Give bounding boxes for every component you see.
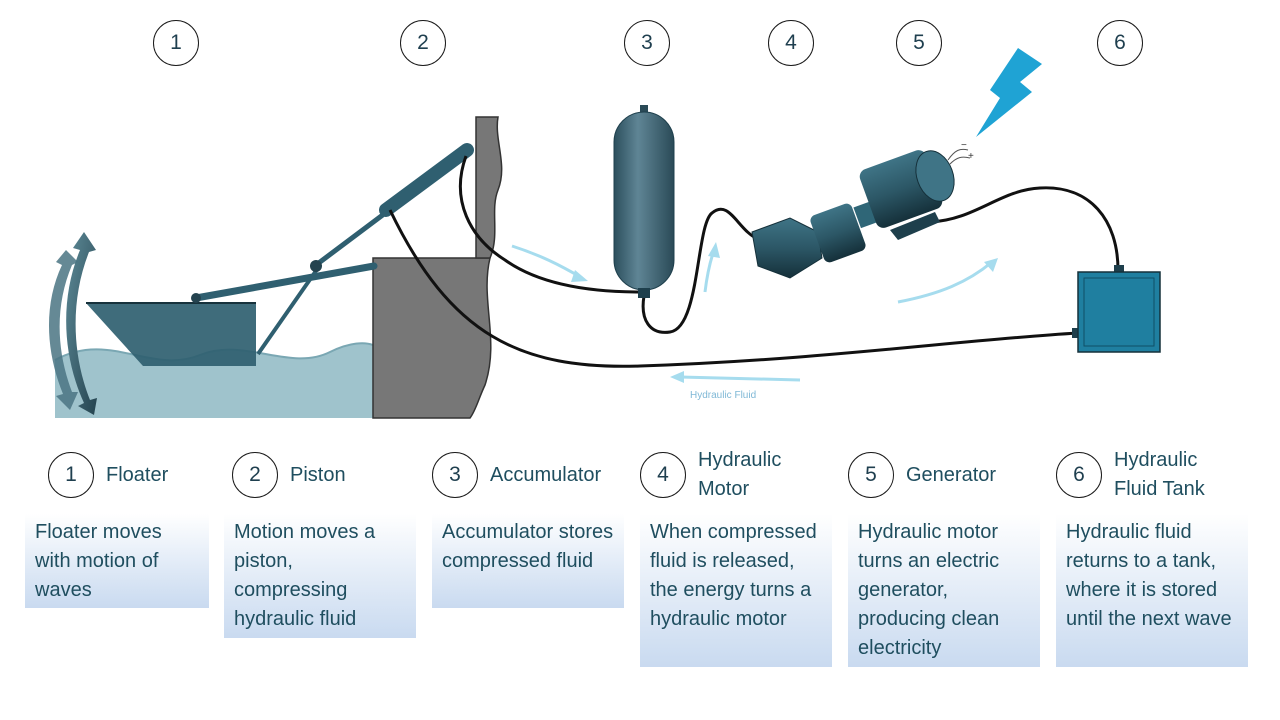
step-number-4: 4 bbox=[640, 452, 686, 498]
flow-arrow-icon bbox=[670, 371, 684, 383]
tank-lid bbox=[1083, 277, 1155, 347]
brace-arm bbox=[256, 266, 320, 356]
generator-end-cap bbox=[915, 150, 955, 202]
hose-tank-return bbox=[388, 209, 1079, 368]
step-title-3: Accumulator bbox=[490, 464, 602, 486]
step-title-1: Floater bbox=[106, 464, 169, 486]
piston-joint bbox=[310, 260, 322, 272]
step-desc-2: Motion moves a piston, compressing hydra… bbox=[224, 514, 416, 638]
step-title-4: Hydraulic Motor bbox=[698, 449, 782, 500]
water bbox=[55, 343, 373, 418]
piston-cylinder bbox=[379, 143, 474, 217]
motor-coupling bbox=[810, 203, 866, 263]
flow-arrow-icon bbox=[679, 375, 801, 382]
plus-sign: + bbox=[968, 151, 974, 162]
step-number-2: 2 bbox=[232, 452, 278, 498]
lightning-bolt-icon bbox=[976, 48, 1042, 137]
step-desc-4: When compressed fluid is released, the e… bbox=[640, 514, 832, 667]
top-number-5: 5 bbox=[896, 20, 942, 66]
accumulator-port bbox=[638, 288, 650, 298]
top-number-1: 1 bbox=[153, 20, 199, 66]
wave-motion-arrow-icon bbox=[66, 232, 97, 415]
step-number-6: 6 bbox=[1056, 452, 1102, 498]
hose-generator-to-tank bbox=[929, 186, 1120, 271]
floater-arm bbox=[192, 262, 378, 302]
step-number-3: 3 bbox=[432, 452, 478, 498]
upper-wall bbox=[475, 116, 503, 259]
generator-wire bbox=[949, 156, 971, 165]
hose-accumulator-to-motor bbox=[641, 207, 761, 334]
wave-motion-arrow-icon bbox=[48, 250, 78, 410]
hydraulic-fluid-tank bbox=[1077, 271, 1161, 353]
step-number-5: 5 bbox=[848, 452, 894, 498]
step-desc-6: Hydraulic fluid returns to a tank, where… bbox=[1056, 514, 1248, 667]
top-number-3: 3 bbox=[624, 20, 670, 66]
flow-arrow-icon bbox=[708, 242, 720, 258]
flow-label: Hydraulic Fluid bbox=[690, 390, 757, 401]
step-desc-5: Hydraulic motor turns an electric genera… bbox=[848, 514, 1040, 667]
tank-port-top bbox=[1114, 265, 1124, 273]
piston-rod bbox=[314, 206, 394, 267]
accumulator bbox=[613, 111, 675, 291]
hydraulic-motor bbox=[751, 217, 823, 279]
top-number-2: 2 bbox=[400, 20, 446, 66]
top-number-6: 6 bbox=[1097, 20, 1143, 66]
step-title-5: Generator bbox=[906, 464, 997, 486]
generator-wire bbox=[947, 148, 969, 161]
flow-arrow-icon bbox=[984, 258, 998, 272]
floater bbox=[86, 303, 256, 366]
generator-mount bbox=[890, 212, 940, 240]
tank-port-side bbox=[1072, 328, 1080, 338]
step-title-6: Hydraulic Fluid Tank bbox=[1114, 449, 1205, 500]
top-number-4: 4 bbox=[768, 20, 814, 66]
step-desc-1: Floater moves with motion of waves bbox=[25, 514, 209, 608]
accumulator-cap bbox=[640, 105, 648, 115]
minus-sign: − bbox=[961, 140, 967, 151]
flow-arrow-icon bbox=[897, 260, 993, 304]
support-wall bbox=[372, 257, 492, 419]
step-title-2: Piston bbox=[290, 464, 346, 486]
flow-arrow-icon bbox=[511, 244, 583, 280]
floater-joint bbox=[191, 293, 201, 303]
flow-arrow-icon bbox=[571, 270, 588, 282]
step-number-1: 1 bbox=[48, 452, 94, 498]
hose-piston-to-accumulator bbox=[458, 155, 641, 294]
step-desc-3: Accumulator stores compressed fluid bbox=[432, 514, 624, 608]
